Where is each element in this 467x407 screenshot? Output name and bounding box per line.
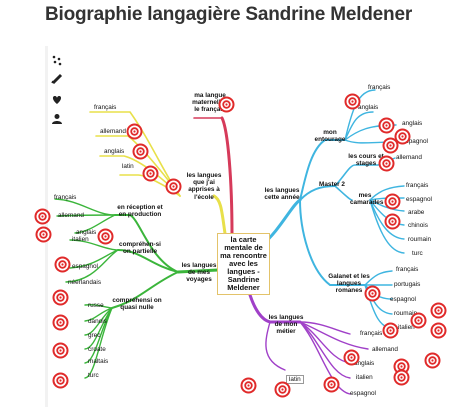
- metier-item: latin: [286, 375, 304, 385]
- target-icon: [430, 322, 447, 339]
- target-icon: [393, 369, 410, 386]
- voyages-item: grec: [88, 332, 101, 339]
- voyages-item: espagnol: [72, 263, 98, 270]
- target-icon: [393, 358, 410, 375]
- center-node[interactable]: la carte mentale de ma rencontre avec le…: [217, 233, 270, 295]
- entourage-item: espagnol: [402, 138, 428, 145]
- entourage-item: français: [368, 84, 391, 91]
- voyages-group[interactable]: en réception et en production: [117, 204, 163, 219]
- node-maternelle[interactable]: ma langue maternelle : le français: [192, 92, 228, 114]
- camarades-item: espagnol: [406, 196, 432, 203]
- camarades-item: chinois: [408, 222, 428, 229]
- voyages-item: néerlandais: [68, 279, 102, 286]
- node-galanet[interactable]: Galanet et les langues romanes: [328, 273, 370, 295]
- entourage-item: anglais: [402, 120, 423, 127]
- galanet-item: portugais: [394, 281, 421, 288]
- target-icon: [378, 155, 395, 172]
- voyages-item: français: [54, 194, 77, 201]
- target-icon: [34, 208, 51, 225]
- node-ecole[interactable]: les langues que j'ai apprises à l'école: [186, 172, 222, 201]
- target-icon: [240, 377, 257, 394]
- metier-item: italien: [356, 374, 373, 381]
- voyages-item: maltais: [88, 358, 109, 365]
- metier-item: anglais: [354, 360, 375, 367]
- target-icon: [410, 312, 427, 329]
- target-icon: [165, 178, 182, 195]
- node-voyages[interactable]: les langues de mes voyages: [181, 262, 217, 284]
- ecole-item: anglais: [104, 148, 125, 155]
- mindmap-connectors: [54, 89, 405, 395]
- camarades-item: français: [406, 182, 429, 189]
- target-icon: [384, 193, 401, 210]
- target-icon: [424, 352, 441, 369]
- camarades-item: arabe: [408, 209, 425, 216]
- target-icon: [97, 228, 114, 245]
- galanet-item: roumain: [394, 310, 418, 317]
- mindmap-canvas[interactable]: [48, 46, 467, 407]
- voyages-item: russe: [88, 302, 104, 309]
- target-icon: [142, 165, 159, 182]
- target-icon: [382, 137, 399, 154]
- target-icon: [52, 342, 69, 359]
- voyages-group[interactable]: compréhen-si on partielle: [119, 241, 161, 256]
- voyages-group[interactable]: compréhensi on quasi nulle: [112, 297, 162, 312]
- target-icon: [343, 349, 360, 366]
- target-icon: [54, 256, 71, 273]
- galanet-item: italien: [398, 324, 415, 331]
- voyages-item: danois: [88, 318, 107, 325]
- voyages-item: croate: [88, 346, 106, 353]
- node-metier[interactable]: les langues de mon métier: [268, 314, 304, 336]
- camarades-item: turc: [412, 250, 423, 257]
- target-icon: [364, 285, 381, 302]
- target-icon: [132, 143, 149, 160]
- target-icon: [218, 96, 235, 113]
- target-icon: [344, 93, 361, 110]
- voyages-item: anglais: [76, 229, 97, 236]
- entourage-item: anglais: [358, 104, 379, 111]
- page-title: Biographie langagière Sandrine Meldener: [45, 4, 413, 25]
- target-icon: [430, 302, 447, 319]
- target-icon: [382, 322, 399, 339]
- heart-icon[interactable]: [51, 93, 63, 105]
- ecole-item: latin: [122, 163, 134, 170]
- metier-item: espagnol: [350, 390, 376, 397]
- target-icon: [35, 226, 52, 243]
- voyages-item: allemand: [58, 212, 84, 219]
- pencil-icon[interactable]: [51, 71, 63, 85]
- voyages-item: turc: [88, 372, 99, 379]
- ecole-item: français: [94, 104, 117, 111]
- node-entourage[interactable]: mon entourage: [314, 129, 346, 144]
- target-icon: [323, 376, 340, 393]
- target-icon: [378, 117, 395, 134]
- node-camarades[interactable]: mes camarades: [350, 192, 384, 207]
- target-icon: [274, 381, 291, 398]
- target-icon: [384, 213, 401, 230]
- metier-item: allemand: [372, 346, 398, 353]
- grid-icon[interactable]: [51, 53, 63, 66]
- node-master[interactable]: Master 2: [319, 181, 345, 188]
- galanet-item: espagnol: [390, 296, 416, 303]
- target-icon: [52, 314, 69, 331]
- cours-item: allemand: [396, 154, 422, 161]
- target-icon: [126, 123, 143, 140]
- node-cours[interactable]: les cours et stages: [348, 153, 384, 168]
- ecole-item: allemand: [100, 128, 126, 135]
- camarades-item: roumain: [408, 236, 432, 243]
- user-icon[interactable]: [51, 112, 63, 124]
- metier-item: français: [360, 330, 383, 337]
- target-icon: [52, 372, 69, 389]
- galanet-item: français: [396, 266, 419, 273]
- target-icon: [52, 289, 69, 306]
- target-icon: [394, 128, 411, 145]
- node-annee[interactable]: les langues cette année: [264, 187, 300, 202]
- voyages-item: italien: [72, 236, 89, 243]
